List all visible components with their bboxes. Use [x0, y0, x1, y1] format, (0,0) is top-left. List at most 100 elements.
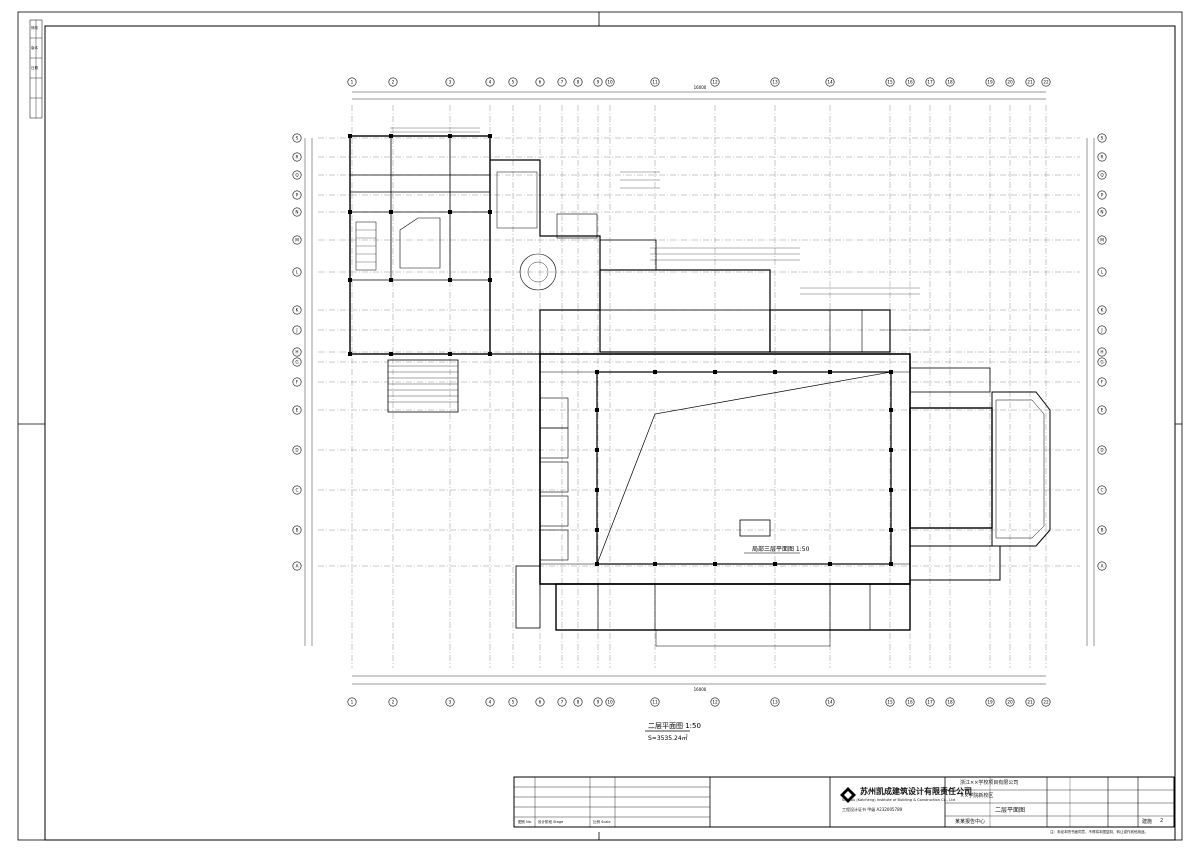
- axis-bubble-bottom-17-label: 17: [927, 700, 933, 705]
- axis-bubble-right-R: R: [1097, 152, 1107, 162]
- axis-bubble-left-R: R: [292, 152, 302, 162]
- axis-bubble-bottom-10-label: 10: [607, 700, 613, 705]
- axis-bubble-bottom-5-label: 5: [512, 700, 515, 705]
- sheet-count: 2: [1160, 818, 1164, 824]
- license-number: 工程设计证书 甲级 A232005789: [842, 807, 903, 812]
- axis-bubble-left-R-label: R: [296, 155, 299, 160]
- column: [773, 370, 777, 374]
- axis-bubble-bottom-3: 3: [445, 697, 455, 707]
- column: [889, 408, 893, 412]
- axis-bubble-top-10-label: 10: [607, 80, 613, 85]
- axis-bubble-bottom-22-label: 22: [1043, 700, 1049, 705]
- axis-bubble-top-5-label: 5: [512, 80, 515, 85]
- sheet-number: 建施: [1142, 819, 1153, 825]
- axis-bubble-top-18: 18: [945, 77, 955, 87]
- axis-bubble-left-F-label: F: [296, 380, 299, 385]
- axis-bubble-left-Q: Q: [292, 170, 302, 180]
- axis-bubble-top-16: 16: [905, 77, 915, 87]
- axis-bubble-right-F-label: F: [1101, 380, 1104, 385]
- axis-bubble-right-A-label: A: [1101, 564, 1104, 569]
- axis-bubble-bottom-21: 21: [1025, 697, 1035, 707]
- axis-bubble-right-S: S: [1097, 133, 1107, 143]
- column: [653, 562, 657, 566]
- axis-bubble-left-P: P: [292, 190, 302, 200]
- axis-bubble-top-16-label: 16: [907, 80, 913, 85]
- axis-bubble-bottom-17: 17: [925, 697, 935, 707]
- axis-bubble-top-19: 19: [985, 77, 995, 87]
- axis-bubble-bottom-14-label: 14: [827, 700, 833, 705]
- axis-bubble-left-S-label: S: [296, 136, 299, 141]
- axis-bubble-right-J: J: [1097, 325, 1107, 335]
- axis-bubble-left-J: J: [292, 325, 302, 335]
- axis-bubble-right-P: P: [1097, 190, 1107, 200]
- inner-border: [44, 25, 1176, 841]
- company-name-en: Suzhou (Kaicheng) Institute of Building …: [842, 798, 955, 802]
- axis-bubble-bottom-19-label: 19: [987, 700, 993, 705]
- copyright-note: 注：未经本院书面同意，不得将本图复制、转让或作其他用途。: [1050, 830, 1148, 834]
- main-hall: [539, 353, 911, 585]
- column: [389, 210, 393, 214]
- axis-bubble-top-5: 5: [508, 77, 518, 87]
- axis-bubble-bottom-8-label: 8: [577, 700, 580, 705]
- revision-label-1: 版本: [31, 46, 38, 50]
- axis-bubble-bottom-16-label: 16: [907, 700, 913, 705]
- axis-bubble-left-C-label: C: [296, 488, 299, 493]
- axis-bubble-right-A: A: [1097, 561, 1107, 571]
- axis-bubble-top-22: 22: [1041, 77, 1051, 87]
- axis-bubble-bottom-7: 7: [557, 697, 567, 707]
- axis-bubble-bottom-11-label: 11: [652, 700, 658, 705]
- axis-bubble-bottom-1: 1: [347, 697, 357, 707]
- axis-bubble-top-18-label: 18: [947, 80, 953, 85]
- row-label-0: 图别 No.: [518, 820, 532, 824]
- axis-bubble-right-Q-label: Q: [1100, 173, 1104, 178]
- axis-bubble-top-17: 17: [925, 77, 935, 87]
- roof-hatch: [390, 127, 930, 331]
- axis-bubble-top-12-label: 12: [712, 80, 718, 85]
- axis-bubble-top-21: 21: [1025, 77, 1035, 87]
- axis-bubble-bottom-19: 19: [985, 697, 995, 707]
- axis-bubble-left-F: F: [292, 377, 302, 387]
- axis-bubble-top-3: 3: [445, 77, 455, 87]
- axis-bubble-top-8-label: 8: [577, 80, 580, 85]
- column: [713, 562, 717, 566]
- company-name: 苏州凯成建筑设计有限责任公司: [860, 787, 972, 796]
- axis-bubble-right-P-label: P: [1101, 193, 1104, 198]
- axis-bubble-bottom-13-label: 13: [772, 700, 778, 705]
- column: [348, 352, 352, 356]
- axis-bubble-right-C: C: [1097, 485, 1107, 495]
- axis-bubble-bottom-14: 14: [825, 697, 835, 707]
- axis-bubble-left-B-label: B: [296, 528, 299, 533]
- axis-bubble-right-F: F: [1097, 377, 1107, 387]
- axis-bubble-right-C-label: C: [1101, 488, 1104, 493]
- axis-bubble-top-2-label: 2: [392, 80, 395, 85]
- axis-bubble-bottom-13: 13: [770, 697, 780, 707]
- axis-bubble-bottom-9-label: 9: [597, 700, 600, 705]
- axis-bubble-right-M-label: M: [1100, 238, 1104, 243]
- title-block: [513, 776, 1175, 828]
- axis-bubble-bottom-18: 18: [945, 697, 955, 707]
- axis-bubble-top-15: 15: [885, 77, 895, 87]
- axis-bubble-bottom-8: 8: [573, 697, 583, 707]
- axis-bubble-top-7: 7: [557, 77, 567, 87]
- axis-bubble-top-6: 6: [535, 77, 545, 87]
- axis-bubble-left-E-label: E: [296, 408, 299, 413]
- axis-bubble-top-13: 13: [770, 77, 780, 87]
- axis-bubble-right-N: N: [1097, 207, 1107, 217]
- axis-bubble-left-H-label: H: [295, 350, 298, 355]
- inner-caption: 局部三层平面图 1:50: [752, 545, 810, 553]
- column: [889, 370, 893, 374]
- column: [488, 134, 492, 138]
- column: [389, 352, 393, 356]
- axis-bubble-right-B: B: [1097, 525, 1107, 535]
- axis-bubble-top-3-label: 3: [449, 80, 452, 85]
- axis-bubble-left-Q-label: Q: [295, 173, 299, 178]
- axis-bubble-bottom-18-label: 18: [947, 700, 953, 705]
- column: [653, 370, 657, 374]
- axis-bubble-top-17-label: 17: [927, 80, 933, 85]
- entrance-stair: [387, 359, 459, 413]
- axis-bubble-right-Q: Q: [1097, 170, 1107, 180]
- axis-bubble-right-H-label: H: [1100, 350, 1103, 355]
